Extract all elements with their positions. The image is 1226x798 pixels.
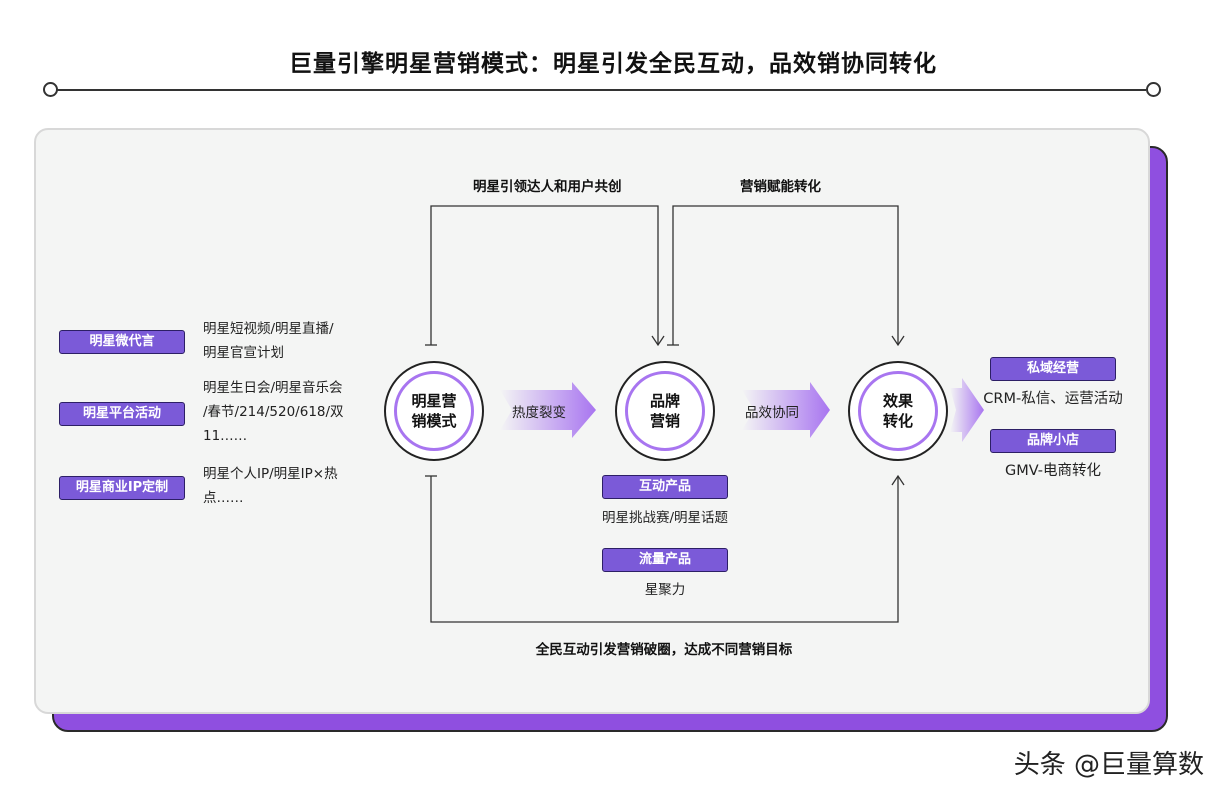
- desc-commercial-ip: 明星个人IP/明星IP×热 点……: [203, 466, 338, 506]
- tag-star-endorsement: 明星微代言: [59, 330, 185, 354]
- output-arrow-shape: [950, 378, 984, 442]
- tag-commercial-ip: 明星商业IP定制: [59, 476, 185, 500]
- node-effect-conversion-label: 效果转化: [882, 392, 913, 430]
- divider-left-dot: [43, 82, 58, 97]
- node-brand-marketing-label: 品牌营销: [649, 392, 680, 430]
- watermark: 头条 @巨量算数: [1013, 750, 1204, 780]
- tag-platform-activity: 明星平台活动: [59, 402, 185, 426]
- flow-mode-to-effect-bottom: [425, 474, 905, 623]
- divider-right-dot: [1146, 82, 1161, 97]
- node-marketing-mode-label: 明星营销模式: [411, 392, 457, 430]
- flow-mode-to-brand: [425, 205, 665, 347]
- tag-interactive-product: 互动产品: [602, 475, 728, 499]
- desc-platform-activity: 明星生日会/明星音乐会 /春节/214/520/618/双 11……: [203, 380, 344, 444]
- bottom-label: 全民互动引发营销破圈，达成不同营销目标: [535, 642, 793, 658]
- page-title: 巨量引擎明星营销模式：明星引发全民互动，品效销协同转化: [289, 51, 937, 77]
- tag-traffic-product: 流量产品: [602, 548, 728, 572]
- flow-brand-to-effect: [667, 205, 905, 347]
- desc-traffic-product: 星聚力: [644, 582, 686, 598]
- heat-arrow-shape: [500, 382, 596, 438]
- tag-private-domain: 私域经营: [990, 357, 1116, 381]
- top-label-right: 营销赋能转化: [740, 179, 821, 195]
- desc-interactive-product: 明星挑战赛/明星话题: [601, 510, 729, 526]
- desc-private-domain: CRM-私信、运营活动: [983, 391, 1123, 407]
- tag-brand-store: 品牌小店: [990, 429, 1116, 453]
- top-label-left: 明星引领达人和用户共创: [473, 179, 622, 195]
- arrow-label-heat: 热度裂变: [512, 405, 566, 421]
- node-effect-conversion: 效果转化: [848, 361, 948, 461]
- node-brand-marketing: 品牌营销: [615, 361, 715, 461]
- desc-brand-store: GMV-电商转化: [1004, 463, 1102, 479]
- arrow-label-synergy: 品效协同: [745, 405, 799, 421]
- title-divider: [56, 89, 1146, 91]
- node-marketing-mode: 明星营销模式: [384, 361, 484, 461]
- synergy-arrow-shape: [742, 382, 830, 438]
- desc-star-endorsement: 明星短视频/明星直播/ 明星官宣计划: [203, 321, 334, 361]
